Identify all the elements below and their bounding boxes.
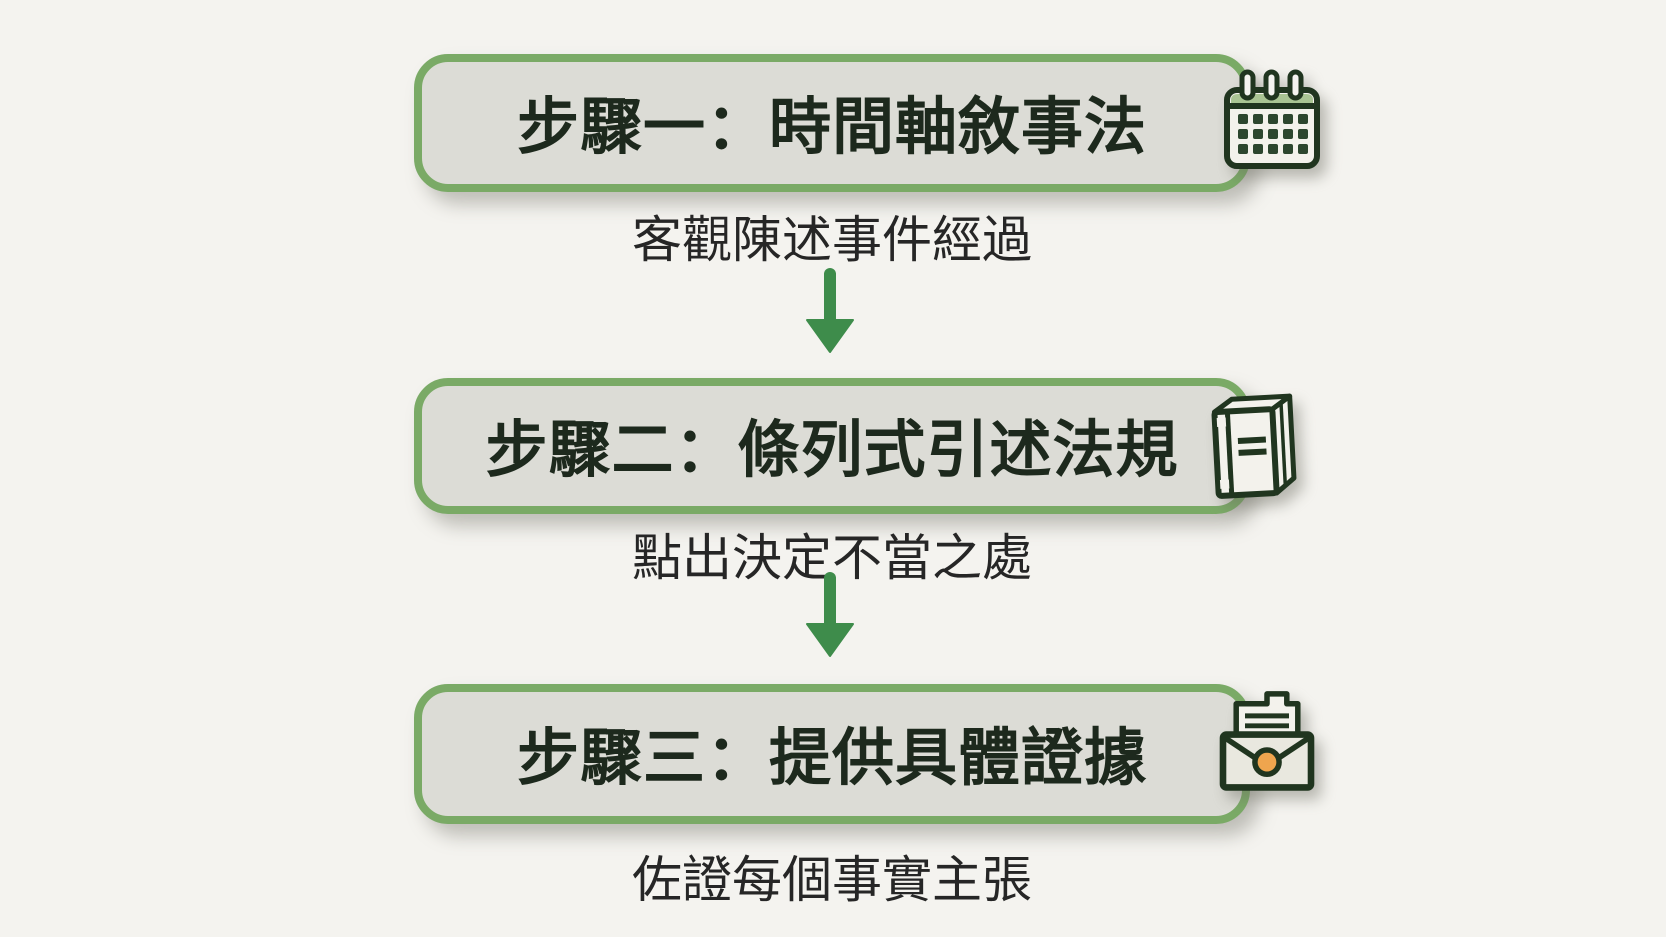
calendar-grid-dots [1238,114,1308,154]
step-subtitle-1: 客觀陳述事件經過 [632,212,1032,268]
step-box-3: 步驟三：提供具體證據 [414,684,1250,824]
step-box-2: 步驟二：條列式引述法規 [414,378,1250,514]
step-title-2: 步驟二：條列式引述法規 [485,416,1179,485]
arrow-down-icon [806,572,854,657]
step-title-3: 步驟三：提供具體證據 [516,724,1147,793]
arrow-down-icon [806,268,854,353]
step-box-1: 步驟一：時間軸敘事法 [414,54,1250,192]
calendar-icon [1224,69,1320,169]
envelope-icon [1219,691,1315,791]
book-icon [1211,393,1297,499]
step-subtitle-3: 佐證每個事實主張 [632,852,1032,908]
step-title-1: 步驟一：時間軸敘事法 [516,93,1147,162]
